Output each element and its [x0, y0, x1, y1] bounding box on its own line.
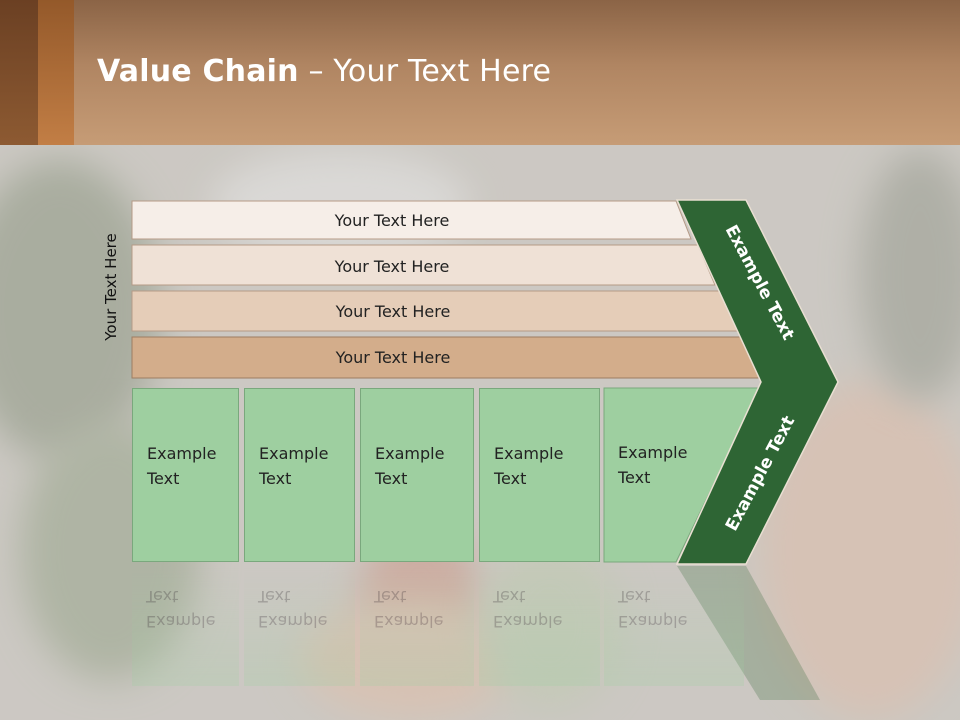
reflect-2-line1: Example — [258, 612, 328, 631]
box-1-line1: Example — [147, 444, 217, 463]
band-4: Your Text Here — [132, 337, 762, 378]
band-2-label: Your Text Here — [334, 256, 450, 276]
band-1: Your Text Here — [132, 201, 692, 239]
box-5-shape — [603, 387, 761, 563]
box-3-line1: Example — [375, 444, 445, 463]
band-1-shape — [131, 200, 692, 240]
activity-box-4: Example Text — [479, 388, 600, 562]
band-4-label: Your Text Here — [335, 348, 451, 367]
activity-box-1: Example Text — [132, 388, 239, 562]
box-3-line2: Text — [375, 469, 408, 488]
band-2: Your Text Here — [132, 245, 714, 287]
reflect-3-line2: Text — [374, 587, 407, 606]
chevron-reflection — [677, 566, 820, 700]
header-accent-mid — [38, 0, 74, 145]
slide-title: Value Chain – Your Text Here — [97, 54, 551, 89]
box-5-line2: Text — [618, 468, 651, 487]
activity-box-5: Example Text — [604, 388, 694, 562]
reflect-3-line1: Example — [374, 612, 444, 631]
reflect-1-line1: Example — [146, 612, 216, 631]
band-3-label: Your Text Here — [335, 301, 451, 321]
reflect-4-line1: Example — [493, 612, 563, 631]
activity-box-3: Example Text — [360, 388, 474, 562]
activity-box-2: Example Text — [244, 388, 355, 562]
reflect-5-line1: Example — [618, 612, 688, 631]
box-2-line2: Text — [259, 469, 292, 488]
band-3: Your Text Here — [132, 291, 738, 331]
reflect-4-line2: Text — [493, 587, 526, 606]
band-1-label: Your Text Here — [334, 210, 450, 230]
reflect-5-line2: Text — [618, 587, 651, 606]
title-bold: Value Chain — [97, 54, 299, 89]
band-2-shape — [131, 244, 716, 286]
boxes-reflection: Example Text Example Text Example Text Exam… — [132, 566, 762, 686]
title-rest: – Your Text Here — [298, 54, 552, 89]
box-4-line2: Text — [494, 469, 527, 488]
reflect-2-line2: Text — [258, 587, 291, 606]
header-band — [0, 0, 960, 145]
header-accent-dark — [0, 0, 38, 145]
box-5-line1: Example — [618, 443, 688, 462]
chevron-shape — [675, 199, 839, 565]
box-1-line2: Text — [147, 469, 180, 488]
reflect-1-line2: Text — [146, 587, 179, 606]
box-4-line1: Example — [494, 444, 564, 463]
box-2-line1: Example — [259, 444, 329, 463]
